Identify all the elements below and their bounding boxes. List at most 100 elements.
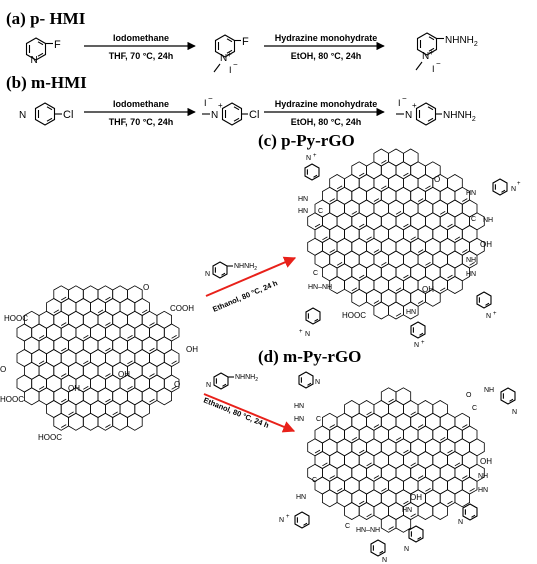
double-bond — [366, 513, 372, 518]
svg-text:NH: NH — [483, 217, 493, 224]
m-hmi-product: I − N + NHNH2 — [396, 94, 476, 126]
double-bond — [60, 373, 67, 377]
double-bond — [358, 274, 365, 279]
reagent-b1: Iodomethane — [113, 99, 169, 109]
double-bond — [381, 488, 387, 492]
svg-text:C: C — [312, 477, 317, 484]
svg-text:OH: OH — [410, 493, 422, 502]
svg-text:+: + — [218, 101, 223, 110]
double-bond — [105, 398, 111, 403]
svg-text:NH: NH — [478, 473, 488, 480]
double-bond — [366, 236, 372, 241]
double-bond — [439, 437, 446, 441]
carbon-ring — [417, 502, 434, 520]
svg-text:N: N — [405, 110, 412, 121]
double-bond — [358, 500, 365, 505]
svg-text:N: N — [511, 186, 516, 193]
hmi-reagent-d: N NHNH2 — [206, 372, 258, 390]
svg-text:HN: HN — [296, 494, 306, 501]
double-bond — [171, 386, 177, 390]
carbon-ring — [307, 438, 323, 457]
double-bond — [329, 249, 335, 253]
svg-text:OH: OH — [68, 384, 80, 393]
svg-text:+: + — [421, 340, 425, 346]
svg-text:C: C — [313, 270, 318, 277]
double-bond — [105, 424, 111, 428]
double-bond — [395, 437, 402, 441]
double-bond — [447, 274, 453, 279]
double-bond — [127, 360, 133, 365]
svg-text:−: − — [208, 94, 213, 103]
carbon-ring — [321, 489, 338, 508]
svg-text:HN: HN — [402, 507, 412, 514]
svg-text:HOOC: HOOC — [4, 314, 28, 323]
d-lattice — [307, 387, 485, 533]
py-substituent-d5: HN N — [402, 507, 424, 553]
4-chloropyridine: N Cl — [19, 102, 73, 126]
double-bond — [351, 437, 358, 441]
carbon-ring — [366, 288, 382, 307]
carbon-ring — [358, 502, 375, 520]
carbon-ring — [402, 301, 419, 320]
double-bond — [410, 411, 416, 416]
panel-a-title: (a) p- HMI — [6, 9, 86, 28]
graphene-oxide: HOOC COOH OH O OH OH HOOC HOOC O O — [0, 283, 198, 442]
double-bond — [149, 373, 155, 377]
carbon-ring — [395, 514, 412, 533]
double-bond — [112, 411, 118, 416]
svg-text:+: + — [299, 329, 303, 335]
double-bond — [425, 185, 431, 190]
double-bond — [417, 300, 424, 304]
py-substituent-d2: O C NH N — [466, 387, 517, 416]
svg-text:HN: HN — [466, 271, 476, 278]
svg-text:N: N — [211, 110, 218, 121]
py-substituent-c1: N + HN HN C — [298, 153, 323, 215]
double-bond — [314, 449, 321, 454]
carbon-ring — [432, 502, 448, 520]
double-bond — [38, 386, 45, 390]
svg-text:Cl: Cl — [63, 109, 73, 121]
double-bond — [373, 475, 380, 479]
carbon-ring — [469, 438, 485, 457]
svg-text:NH: NH — [466, 257, 476, 264]
3-fluoropyridine: F N — [25, 37, 61, 66]
double-bond — [454, 236, 461, 241]
svg-text:HN–NH: HN–NH — [308, 284, 332, 291]
double-bond — [351, 287, 358, 292]
ring-n-label: N — [31, 55, 38, 66]
svg-text:NHNH2: NHNH2 — [235, 374, 258, 383]
svg-text:NHNH2: NHNH2 — [234, 263, 257, 272]
svg-text:−: − — [233, 60, 238, 69]
double-bond — [403, 500, 409, 505]
double-bond — [149, 322, 155, 326]
svg-text:N: N — [404, 546, 409, 553]
svg-text:N: N — [512, 409, 517, 416]
arrow-c-label: Ethanol, 80 °C, 24 h — [211, 278, 279, 314]
svg-text:O: O — [434, 175, 440, 184]
fluoro-label: F — [54, 39, 61, 51]
double-bond — [105, 296, 111, 301]
double-bond — [38, 335, 45, 339]
svg-text:N: N — [382, 557, 387, 564]
panel-b: (b) m-HMI N Cl Iodomethane THF, 70 °C, 2… — [6, 73, 476, 127]
carbon-ring — [97, 412, 114, 431]
double-bond — [373, 424, 380, 428]
double-bond — [403, 223, 409, 228]
double-bond — [53, 309, 60, 314]
n-methyl-4-chloropyridinium-iodide: I − N + Cl — [202, 94, 259, 126]
svg-text:O: O — [174, 380, 180, 389]
double-bond — [105, 347, 111, 352]
py-substituent-c5: NH HN N + — [466, 257, 497, 320]
double-bond — [149, 347, 155, 352]
carbon-ring — [68, 412, 84, 431]
svg-text:O: O — [466, 392, 472, 399]
double-bond — [322, 462, 328, 467]
conditions-a2: EtOH, 80 °C, 24h — [291, 51, 362, 61]
double-bond — [336, 185, 343, 190]
svg-text:OH: OH — [422, 285, 434, 294]
double-bond — [314, 223, 321, 228]
svg-text:+: + — [429, 48, 434, 57]
double-bond — [373, 249, 380, 253]
double-bond — [329, 424, 335, 428]
